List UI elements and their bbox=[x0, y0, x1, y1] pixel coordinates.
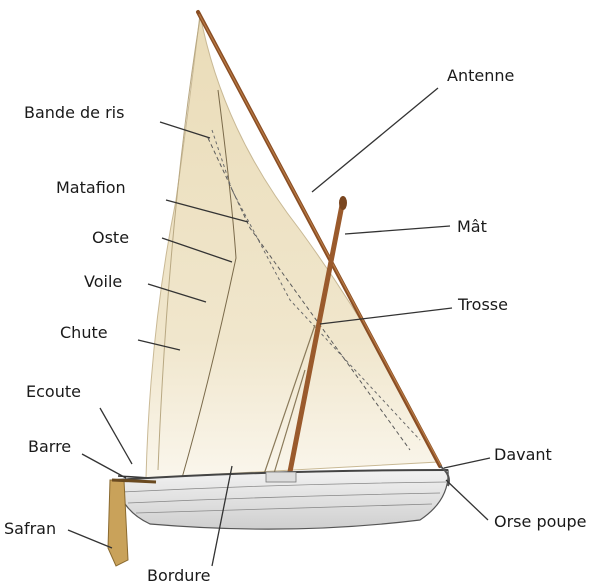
deck-box bbox=[266, 472, 296, 482]
label-mat: Mât bbox=[457, 217, 487, 237]
tiller bbox=[112, 480, 156, 482]
leader-safran bbox=[68, 530, 112, 548]
label-matafion: Matafion bbox=[56, 178, 126, 198]
mast-top bbox=[339, 196, 347, 210]
label-orse-poupe: Orse poupe bbox=[494, 512, 587, 532]
leader-mat bbox=[345, 226, 450, 234]
label-chute: Chute bbox=[60, 323, 108, 343]
leader-orse bbox=[446, 480, 488, 520]
leader-barre bbox=[82, 454, 126, 478]
label-bordure: Bordure bbox=[147, 566, 210, 586]
leader-davant bbox=[444, 458, 490, 468]
label-barre: Barre bbox=[28, 437, 71, 457]
leader-antenne bbox=[312, 88, 438, 192]
label-trosse: Trosse bbox=[458, 295, 508, 315]
label-bande-de-ris: Bande de ris bbox=[24, 103, 124, 123]
label-safran: Safran bbox=[4, 519, 56, 539]
leader-ecoute bbox=[100, 408, 132, 464]
label-antenne: Antenne bbox=[447, 66, 514, 86]
rudder bbox=[108, 480, 128, 566]
sail bbox=[146, 14, 438, 478]
label-voile: Voile bbox=[84, 272, 122, 292]
label-davant: Davant bbox=[494, 445, 552, 465]
label-oste: Oste bbox=[92, 228, 129, 248]
label-ecoute: Ecoute bbox=[26, 382, 81, 402]
